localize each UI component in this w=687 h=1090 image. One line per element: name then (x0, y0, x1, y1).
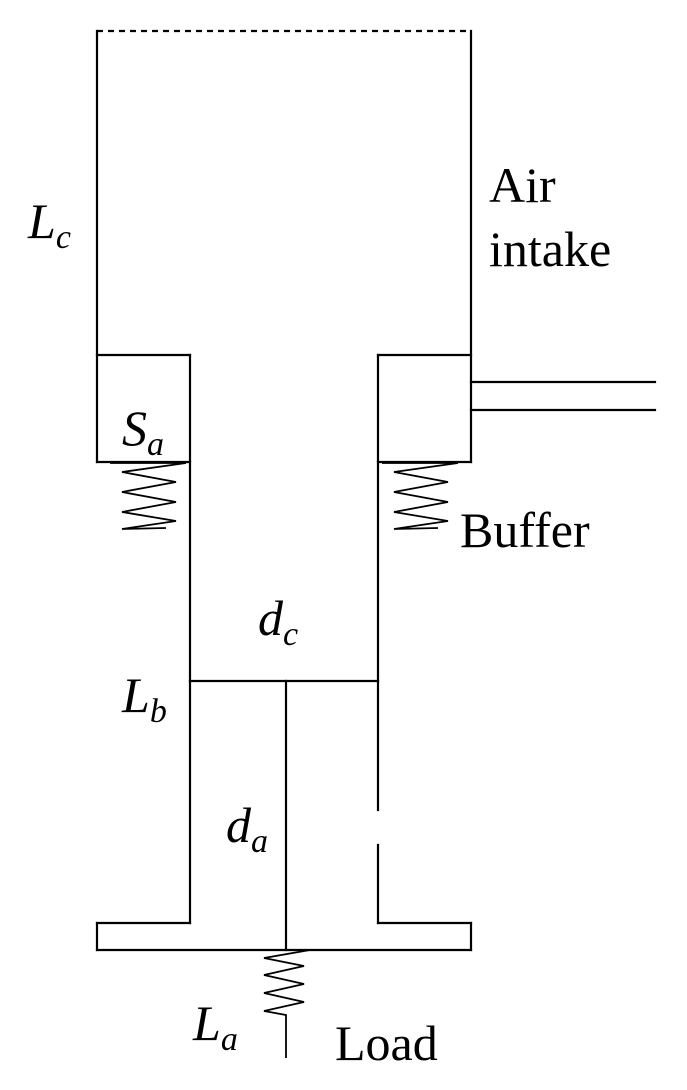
symbol-da: da (226, 797, 268, 859)
symbol-dc: dc (258, 590, 298, 652)
symbol-Lc: Lc (28, 193, 71, 255)
symbol-Sa-sub: a (147, 426, 164, 463)
symbol-La-sub: a (220, 1021, 238, 1058)
load-label: Load (335, 1015, 438, 1071)
load-spring-icon (248, 949, 311, 1058)
intake-label-line2: intake (489, 221, 612, 277)
symbol-Lb: Lb (122, 667, 167, 729)
symbol-da-main: d (226, 797, 251, 853)
symbol-La-main: L (193, 995, 221, 1051)
symbol-da-sub: a (251, 823, 268, 860)
symbol-dc-sub: c (283, 616, 299, 653)
buffer-label: Buffer (460, 502, 590, 558)
symbol-Sa-main: S (122, 400, 147, 456)
symbol-dc-main: d (258, 590, 283, 646)
symbol-Lb-sub: b (149, 693, 167, 730)
left-buffer-spring-icon (110, 462, 187, 530)
symbol-Lc-sub: c (55, 219, 71, 256)
symbol-Lb-main: L (122, 667, 150, 723)
symbol-Lc-main: L (28, 193, 56, 249)
symbol-Sa: Sa (122, 400, 164, 462)
right-buffer-spring-icon (382, 462, 459, 530)
air-label-line1: Air (489, 157, 556, 213)
symbol-La: La (193, 995, 238, 1057)
